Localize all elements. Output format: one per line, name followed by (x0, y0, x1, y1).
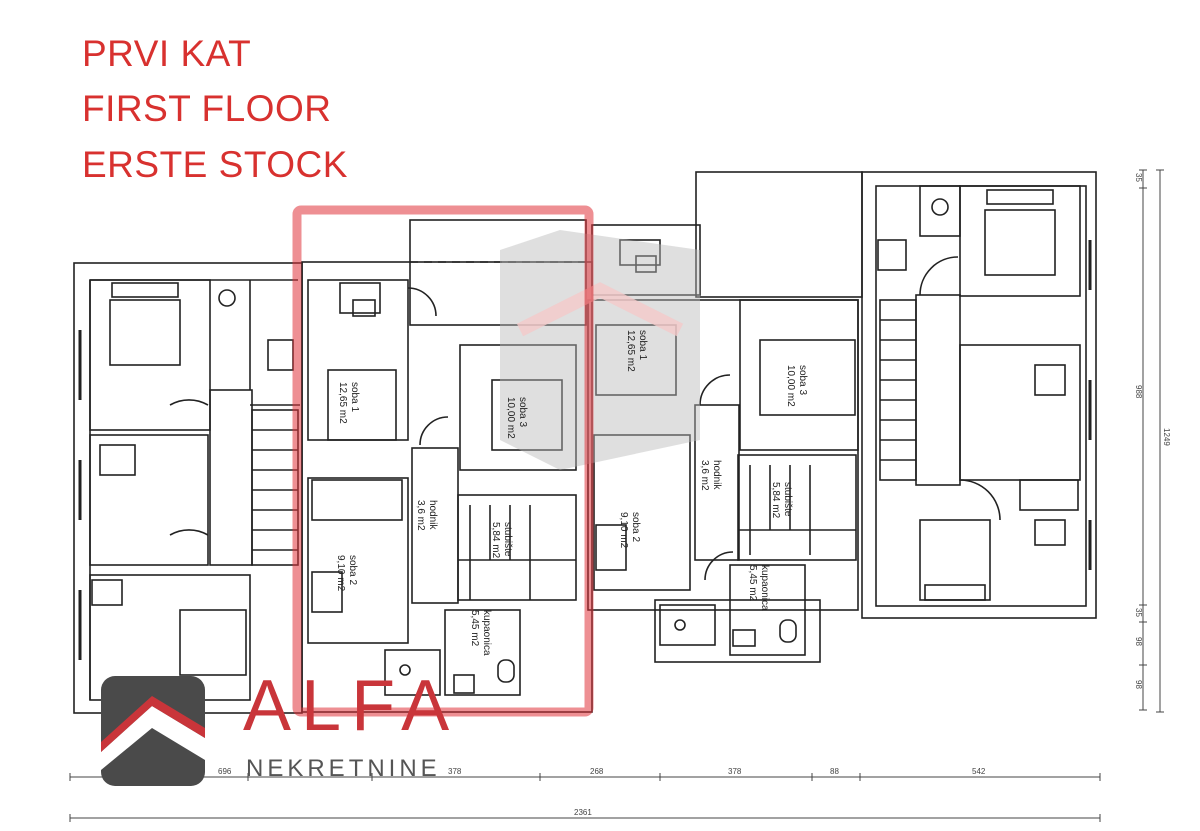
svg-text:3,6 m2: 3,6 m2 (415, 500, 426, 531)
room-label-hodnik-a: hodnik 3,6 m2 (415, 500, 438, 531)
title-first-floor: FIRST FLOOR (82, 88, 332, 129)
room-label-soba2-a: soba 2 9,10 m2 (335, 555, 358, 592)
dim-right-2: 988 (1134, 385, 1143, 399)
title-prvi-kat: PRVI KAT (82, 33, 252, 74)
svg-text:soba 1: soba 1 (637, 330, 648, 360)
room-label-soba1-a: soba 1 12,65 m2 (337, 382, 360, 424)
svg-text:10,00 m2: 10,00 m2 (505, 397, 516, 439)
room-label-soba3-a: soba 3 10,00 m2 (505, 397, 528, 439)
highlighted-unit-frame (292, 205, 594, 717)
dim-bottom-4: 378 (728, 767, 742, 776)
brand-subtitle: NEKRETNINE (246, 755, 441, 782)
dim-right-4: 98 (1134, 637, 1143, 646)
svg-text:9,10 m2: 9,10 m2 (618, 512, 629, 549)
svg-text:hodnik: hodnik (427, 500, 438, 530)
unit-right-outline (861, 171, 1097, 619)
dim-bottom-6: 542 (972, 767, 986, 776)
watermark-logo (500, 230, 700, 470)
svg-text:soba 1: soba 1 (349, 382, 360, 412)
room-label-stubiste-b: stubište 5,84 m2 (770, 482, 793, 519)
dim-bottom-5: 88 (830, 767, 839, 776)
room-label-kupaonica-b: kupaonica 5,45 m2 (747, 565, 770, 611)
room-label-hodnik-b: hodnik 3,6 m2 (699, 460, 722, 491)
svg-text:5,84 m2: 5,84 m2 (490, 522, 501, 559)
brand-name: ALFA (243, 666, 460, 746)
room-label-soba2-b: soba 2 9,10 m2 (618, 512, 641, 549)
room-label-stubiste-a: stubište 5,84 m2 (490, 522, 513, 559)
svg-text:10,00 m2: 10,00 m2 (785, 365, 796, 407)
svg-text:kupaonica: kupaonica (481, 610, 492, 656)
svg-text:5,45 m2: 5,45 m2 (747, 565, 758, 602)
dim-bottom-3: 268 (590, 767, 604, 776)
svg-text:soba 3: soba 3 (517, 397, 528, 427)
dim-right-3: 35 (1134, 608, 1143, 617)
svg-text:soba 2: soba 2 (347, 555, 358, 585)
svg-text:5,45 m2: 5,45 m2 (469, 610, 480, 647)
svg-text:stubište: stubište (782, 482, 793, 517)
title-erste-stock: ERSTE STOCK (82, 144, 348, 185)
room-label-soba1-b: soba 1 12,65 m2 (625, 330, 648, 372)
room-label-kupaonica-a: kupaonica 5,45 m2 (469, 610, 492, 656)
svg-text:soba 2: soba 2 (630, 512, 641, 542)
dim-bottom-1: 696 (218, 767, 232, 776)
svg-text:5,84 m2: 5,84 m2 (770, 482, 781, 519)
svg-text:kupaonica: kupaonica (759, 565, 770, 611)
svg-text:9,10 m2: 9,10 m2 (335, 555, 346, 592)
dim-bottom-2: 378 (448, 767, 462, 776)
room-label-soba3-b: soba 3 10,00 m2 (785, 365, 808, 407)
svg-text:hodnik: hodnik (711, 460, 722, 490)
dim-right-5: 98 (1134, 680, 1143, 689)
svg-text:stubište: stubište (502, 522, 513, 557)
dim-right-1: 35 (1134, 173, 1143, 182)
svg-text:soba 3: soba 3 (797, 365, 808, 395)
alfa-logo-icon (101, 676, 205, 786)
unit-left-outline (73, 262, 303, 714)
dim-right-total: 1249 (1162, 428, 1171, 446)
svg-text:12,65 m2: 12,65 m2 (625, 330, 636, 372)
svg-text:3,6 m2: 3,6 m2 (699, 460, 710, 491)
dim-total: 2361 (574, 808, 592, 817)
svg-text:12,65 m2: 12,65 m2 (337, 382, 348, 424)
